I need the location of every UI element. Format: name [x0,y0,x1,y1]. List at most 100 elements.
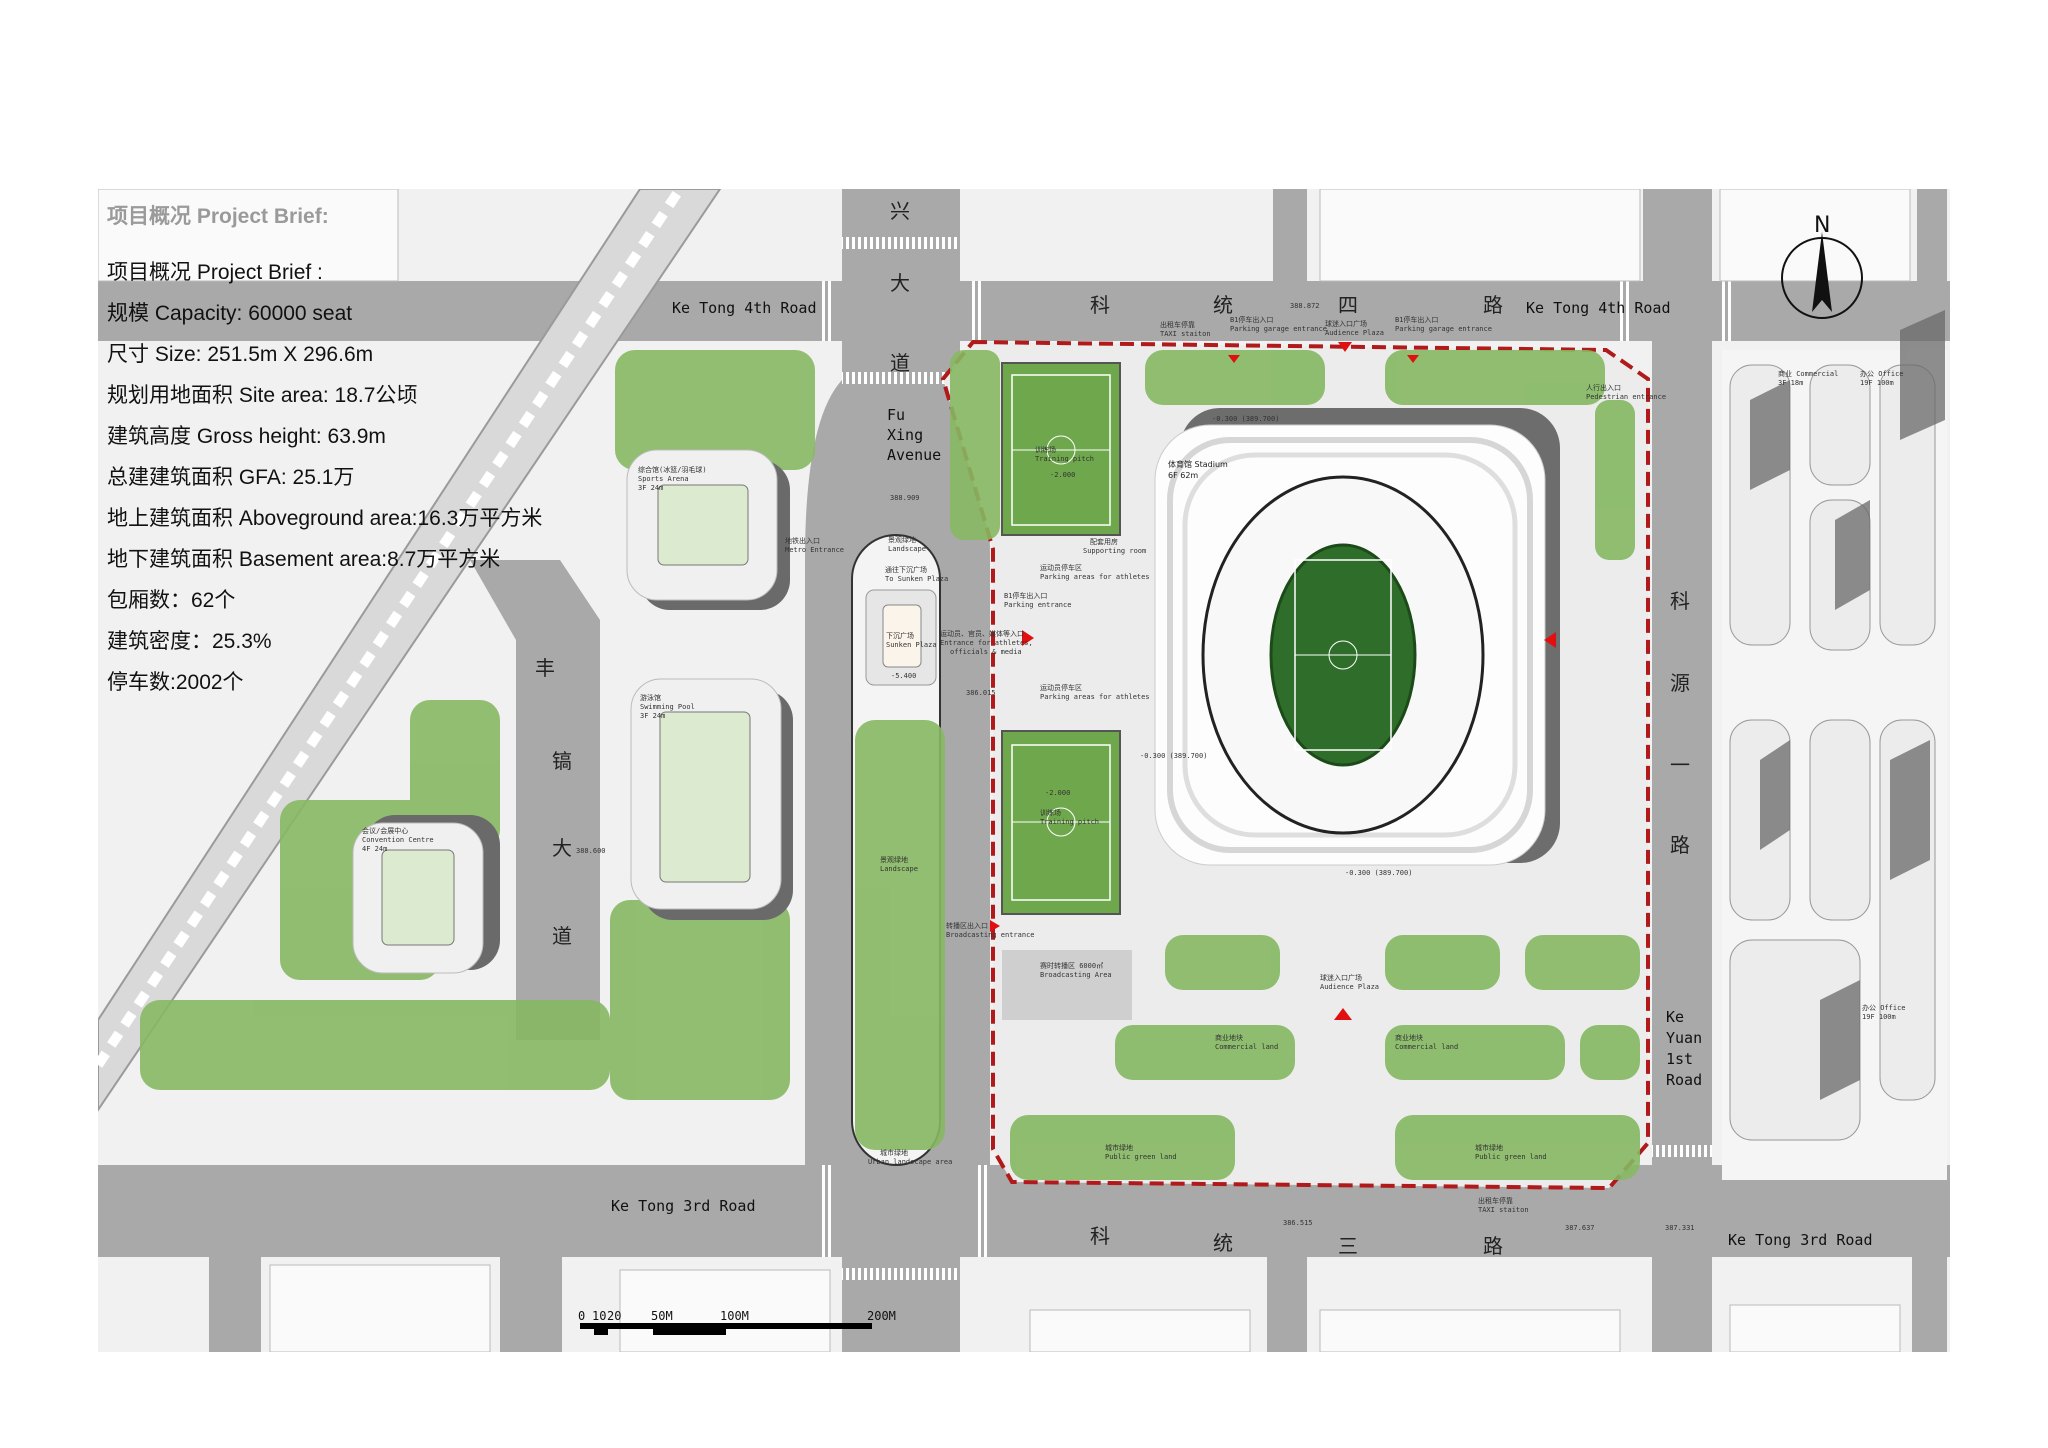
brief-boxes: 包厢数：62个 [107,589,236,612]
pedestrian-label: Pedestrian entrance [1586,393,1666,401]
entrance-markers [990,342,1556,1020]
road-label-cn: 道 [552,924,572,948]
training-pitch-north [1001,362,1121,536]
road-label-cn: 路 [1483,293,1503,317]
swimming-pool [630,678,793,920]
public-green-label: 城市绿地 [1475,1143,1503,1152]
road-label-cn: 一 [1670,753,1690,777]
office-label: 办公 Office [1862,1003,1906,1012]
athletes-entrance-label: officials & media [950,648,1022,656]
brief-height: 建筑高度 Gross height: 63.9m [107,425,386,448]
road-label-en: 1st [1666,1050,1693,1068]
road-label-en: Road [1666,1071,1702,1089]
elevation-label: -0.300 (389.700) [1345,869,1412,877]
ke-tong-4th-road [98,281,1950,341]
facility-labels: 体育馆 Stadium 6F 62m 训练场 Training pitch 训练… [362,302,1906,1232]
elevation-label: -0.300 (389.700) [1212,415,1279,423]
training-pitch-south [1001,730,1121,915]
brief-density: 建筑密度：25.3% [107,630,272,653]
athletes-parking-label: 运动员停车区 [1040,683,1082,692]
office-label: 19F 100m [1862,1013,1896,1021]
project-brief: 项目概况 Project Brief: 项目概况 Project Brief :… [107,200,542,703]
elevation-label: 388.600 [576,847,606,855]
brief-capacity: 规模 Capacity: 60000 seat [107,302,353,325]
commercial-land-label: 商业地块 [1395,1033,1423,1042]
athletes-parking-label: 运动员停车区 [1040,563,1082,572]
parking-garage-label: B1停车出入口 [1230,315,1273,324]
commercial-label: 3F 18m [1778,379,1803,387]
supporting-room-label-cn: 配套用房 [1090,537,1118,546]
convention-centre-label: 会议/会展中心 [362,826,408,835]
landscape-label: 景观绿地 [888,535,916,544]
athletes-parking-label: Parking areas for athletes [1040,573,1150,581]
parking-garage-label: Parking garage entrance [1230,325,1327,333]
road-labels: 科 统 四 路 Ke Tong 4th Road Ke Tong 4th Roa… [535,199,1873,1258]
stadium-label: 体育馆 Stadium [1168,459,1228,469]
athletes-entrance-label: 运动员、官员、媒体等入口 [940,629,1024,638]
taxi-label: 出租车停靠 [1160,320,1195,329]
road-label-en: Ke Tong 3rd Road [1728,1231,1873,1249]
sunken-plaza [865,589,937,686]
to-sunken-label: To Sunken Plaza [885,575,948,583]
road-label-en: Yuan [1666,1029,1702,1047]
stadium [1154,408,1560,866]
scale-tick: 200M [867,1309,896,1323]
brief-basement: 地下建筑面积 Basement area:8.7万平方米 [107,548,501,571]
landscape-label: Landscape [880,865,918,873]
supporting-room-label: Supporting room [1083,547,1146,555]
sunken-plaza-label: 下沉广场 [886,631,914,640]
broadcasting-area [1002,950,1132,1020]
elevation-label: 388.872 [1290,302,1320,310]
road-label-en: Fu [887,406,905,424]
north-arrow-icon: N [1781,213,1863,319]
project-brief-ghost-title: 项目概况 Project Brief: [107,205,329,228]
road-label-cn: 大 [890,271,910,295]
road-label-cn: 大 [552,836,572,860]
audience-plaza-label: Audience Plaza [1320,983,1379,991]
road-label-cn: 四 [1338,293,1358,317]
scale-tick: 0 [578,1309,585,1323]
athletes-entrance-label: Entrance for athletes, [940,639,1033,647]
feng-gao-avenue [470,560,600,1040]
road-label-cn: 统 [1213,1231,1233,1255]
commercial-district [1722,310,1947,1180]
parking-garage-label: Parking garage entrance [1395,325,1492,333]
broadcasting-entrance-label: Broadcasting entrance [946,931,1035,939]
convention-centre-label: Convention Centre [362,836,434,844]
road-label-cn: 科 [1090,1224,1110,1248]
public-green-label: 城市绿地 [1105,1143,1133,1152]
road-label-cn: 镐 [552,749,572,773]
road-label-cn: 丰 [535,656,555,680]
road-label-cn: 路 [1670,833,1690,857]
training-pitch-label: 训练场 [1035,445,1056,454]
broadcasting-area-label: 赛时转播区 6000㎡ [1040,961,1103,970]
landscape-label: Landscape [888,545,926,553]
stadium-height: 6F 62m [1168,471,1198,480]
road-label-cn: 科 [1090,293,1110,317]
brief-aboveground: 地上建筑面积 Aboveground area:16.3万平方米 [107,507,543,530]
taxi-label: 出租车停靠 [1478,1196,1513,1205]
pedestrian-label: 人行出入口 [1586,383,1621,392]
broadcasting-entrance-label: 转播区出入口 [946,921,988,930]
public-green-label: Public green land [1475,1153,1547,1161]
urban-landscape-label: 城市绿地 [880,1148,908,1157]
sports-arena-label: Sports Arena [638,475,689,483]
landscape-label: 景观绿地 [880,855,908,864]
road-label-cn: 源 [1670,671,1690,695]
office-label: 办公 Office [1860,369,1904,378]
audience-plaza-label: 球迷入口广场 [1325,319,1367,328]
brief-parking: 停车数:2002个 [107,671,244,694]
elevation-label: -0.300 (389.700) [1140,752,1207,760]
road-label-en: Ke [1666,1008,1684,1026]
fu-xing-avenue-north [842,189,960,389]
parking-entrance-label: B1停车出入口 [1004,591,1047,600]
brief-heading: 项目概况 Project Brief : [107,261,323,284]
road-label-cn: 统 [1213,293,1233,317]
crosswalks [820,237,1732,1280]
swimming-pool-height: 3F 24m [640,712,665,720]
swimming-pool-label: 游泳馆 [640,693,661,702]
scale-tick: 50M [651,1309,673,1323]
elevation-label: 387.637 [1565,1224,1595,1232]
scale-bar: 0 10 20 50M 100M 200M [578,1309,896,1335]
